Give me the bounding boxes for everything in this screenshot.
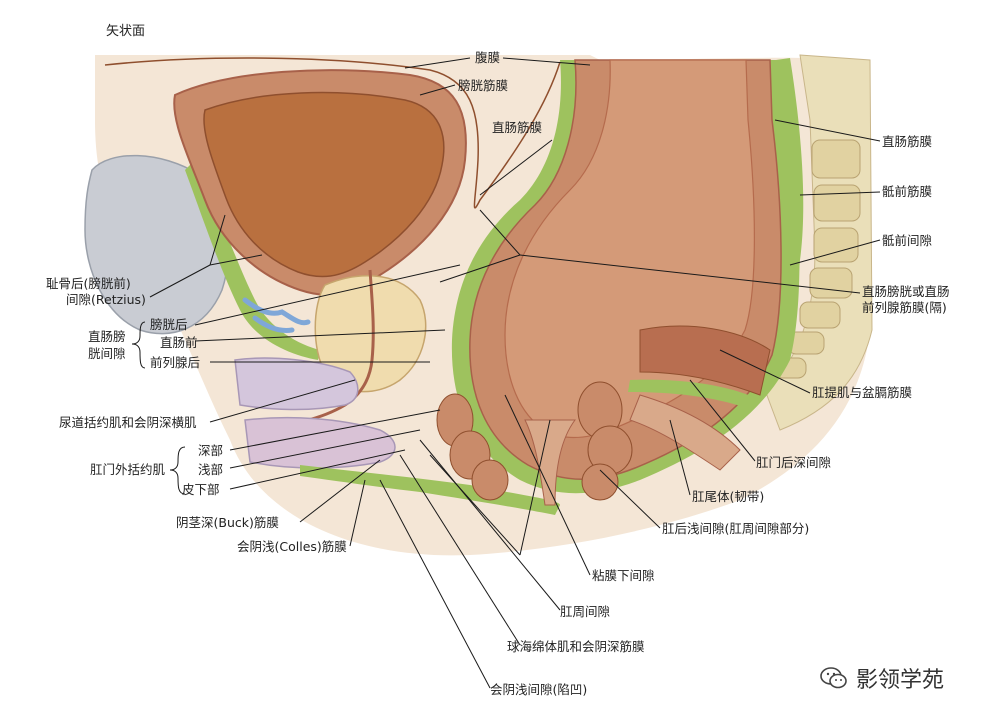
label-rectal-fascia-right: 直肠筋膜 <box>882 134 933 149</box>
label-deep-part: 深部 <box>198 443 224 458</box>
label-subcutaneous-part: 皮下部 <box>182 482 220 497</box>
label-retrovesical: 膀胱后 <box>150 317 188 332</box>
label-peritoneum: 腹膜 <box>475 50 501 65</box>
label-submucous-space: 粘膜下间隙 <box>592 568 655 583</box>
label-rectovesical-space-1: 直肠膀 <box>88 329 126 344</box>
sphincter-brace <box>169 446 186 495</box>
external-sphincter-left <box>436 393 509 501</box>
bulb-of-penis <box>244 416 396 469</box>
label-vesical-fascia: 膀胱筋膜 <box>458 78 509 93</box>
label-superficial-part: 浅部 <box>198 462 224 477</box>
label-rectovesical-space-2: 胱间隙 <box>88 346 126 361</box>
corpus-spongiosum <box>234 357 359 411</box>
label-buck-fascia: 阴茎深(Buck)筋膜 <box>176 515 279 530</box>
label-colles-fascia: 会阴浅(Colles)筋膜 <box>237 539 347 554</box>
label-superficial-postanal-space: 肛后浅间隙(肛周间隙部分) <box>662 521 810 536</box>
label-presacral-space: 骶前间隙 <box>882 233 933 248</box>
label-retzius-2: 间隙(Retzius) <box>66 292 146 307</box>
label-presacral-fascia: 骶前筋膜 <box>882 184 933 199</box>
label-retzius-1: 耻骨后(膀胱前) <box>46 276 131 291</box>
label-levator-ani: 肛提肌与盆膈筋膜 <box>812 385 913 400</box>
label-deep-postanal-space: 肛门后深间隙 <box>756 455 832 470</box>
wechat-logo-icon <box>820 667 847 689</box>
external-sphincter-right <box>577 381 633 501</box>
venous-plexus <box>242 297 311 333</box>
pubic-bone <box>84 154 230 335</box>
leader-lines <box>149 57 881 689</box>
watermark-text: 影领学苑 <box>856 668 945 693</box>
label-anococcygeal-body: 肛尾体(韧带) <box>692 489 765 504</box>
label-rectovesical-septum-2: 前列腺筋膜(隔) <box>862 300 947 315</box>
label-superficial-perineal-space: 会阴浅间隙(陷凹) <box>490 682 588 697</box>
label-urethral-sphincter: 尿道括约肌和会阴深横肌 <box>59 415 197 430</box>
label-perianal-space: 肛周间隙 <box>560 604 611 619</box>
watermark: 影领学苑 <box>820 662 944 694</box>
levator-ani-muscle <box>639 325 771 396</box>
label-retroprostatic: 前列腺后 <box>150 355 201 370</box>
anal-canal <box>524 419 576 506</box>
view-title: 矢状面 <box>106 24 146 39</box>
label-rectal-fascia-mid: 直肠筋膜 <box>492 120 543 135</box>
rectovesical-brace <box>131 321 146 369</box>
perineal-fascia-band <box>300 465 560 515</box>
label-external-anal-sphincter: 肛门外括约肌 <box>90 462 166 477</box>
bladder-lumen <box>203 91 445 278</box>
peritoneum-line <box>104 57 561 209</box>
label-rectovesical-septum-1: 直肠膀胱或直肠 <box>862 284 950 299</box>
anococcygeal-body <box>629 394 741 471</box>
label-prerectal: 直肠前 <box>160 335 198 350</box>
levator-ani-green-1 <box>628 379 760 410</box>
label-bulbospongiosus: 球海绵体肌和会阴深筋膜 <box>507 639 645 654</box>
